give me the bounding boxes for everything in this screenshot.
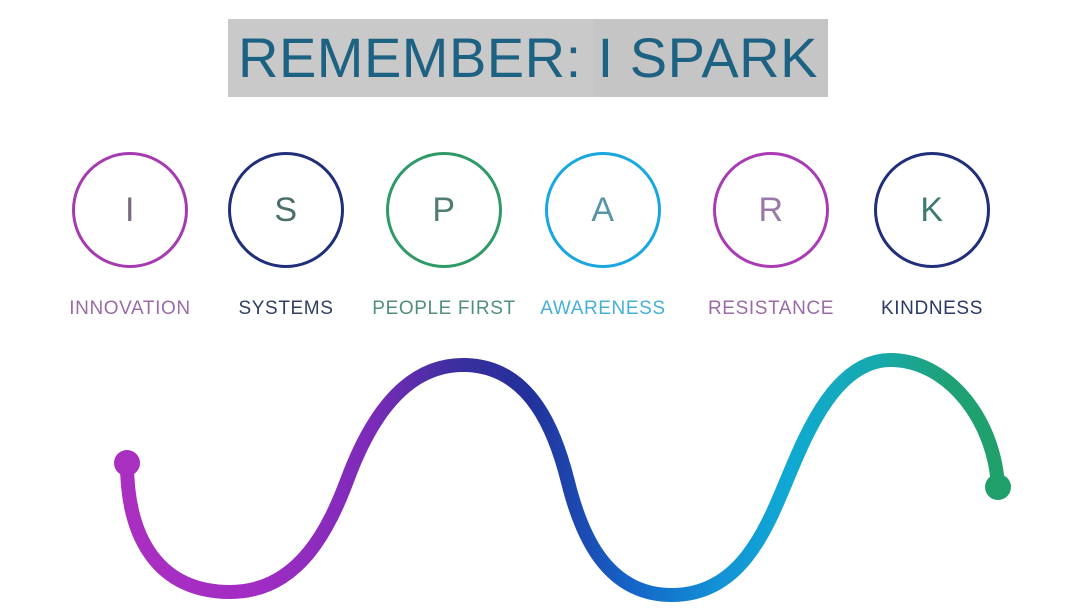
pillar-label-awareness: AWARENESS <box>540 298 666 319</box>
circle-letter-i: I <box>125 191 135 229</box>
pillar-resistance[interactable]: R RESISTANCE <box>696 152 846 320</box>
circle-letter-k: K <box>920 191 944 229</box>
pillar-label-systems: SYSTEMS <box>238 298 334 319</box>
pillar-systems[interactable]: S SYSTEMS <box>211 152 361 320</box>
circle-p[interactable]: P <box>386 152 502 268</box>
title-part-remember: REMEMBER: <box>228 19 582 97</box>
title-gap <box>581 19 594 97</box>
pillar-people-first[interactable]: P PEOPLE FIRST <box>369 152 519 320</box>
circle-k[interactable]: K <box>874 152 990 268</box>
page-title: REMEMBER: I SPARK <box>228 19 828 97</box>
pillar-label-resistance: RESISTANCE <box>707 298 834 319</box>
pillars-row: I INNOVATION S SYSTEMS P PEOPLE FIRST A … <box>0 152 1080 332</box>
pillar-awareness[interactable]: A AWARENESS <box>528 152 678 320</box>
circle-letter-p: P <box>432 191 456 229</box>
circle-letter-a: A <box>591 191 615 229</box>
wave-path <box>120 352 1005 603</box>
circle-i[interactable]: I <box>72 152 188 268</box>
title-part-i-spark: I SPARK <box>593 19 828 97</box>
wave-graphic <box>114 352 1011 603</box>
wave-start-dot <box>114 450 140 476</box>
circle-s[interactable]: S <box>228 152 344 268</box>
pillar-innovation[interactable]: I INNOVATION <box>55 152 205 320</box>
wave-end-dot <box>985 474 1011 500</box>
circle-letter-s: S <box>274 191 298 229</box>
circle-a[interactable]: A <box>545 152 661 268</box>
pillar-kindness[interactable]: K KINDNESS <box>857 152 1007 320</box>
circle-letter-r: R <box>758 191 784 229</box>
circle-r[interactable]: R <box>713 152 829 268</box>
pillar-label-kindness: KINDNESS <box>881 298 983 319</box>
pillar-label-people-first: PEOPLE FIRST <box>372 298 516 319</box>
pillar-label-innovation: INNOVATION <box>69 298 191 319</box>
